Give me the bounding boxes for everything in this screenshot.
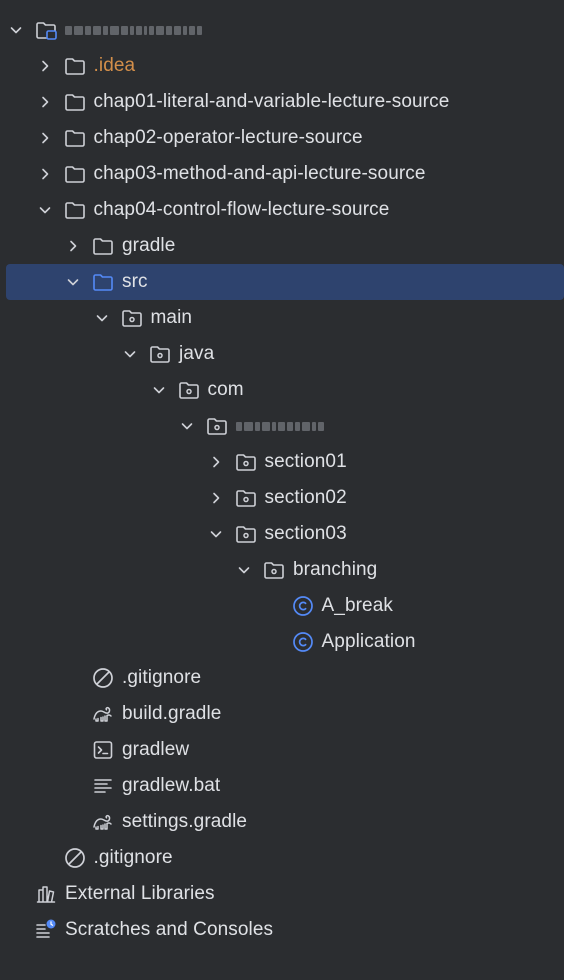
chevron-right-icon[interactable] [208,490,224,506]
chevron-right-icon[interactable] [37,94,53,110]
tree-item-label: settings.gradle [122,811,248,832]
tree-item-gradle[interactable]: gradle [0,228,564,264]
tree-item-external-libraries[interactable]: External Libraries [0,876,564,912]
tree-item-label: .gitignore [93,847,173,868]
tree-item-label: chap02-operator-lecture-source [93,127,363,148]
tree-item-label: gradlew [122,739,190,760]
tree-item-chap01-literal-and-variable-lecture-source[interactable]: chap01-literal-and-variable-lecture-sour… [0,84,564,120]
tree-item-gradlew-bat[interactable]: gradlew.bat [0,768,564,804]
tree-item-build-gradle[interactable]: build.gradle [0,696,564,732]
tree-item-label: .gitignore [122,667,202,688]
chevron-down-icon[interactable] [8,22,24,38]
tree-item-label: main [150,307,193,328]
tree-item-label: Application [321,631,416,652]
tree-item-section02[interactable]: section02 [0,480,564,516]
chevron-right-icon[interactable] [65,238,81,254]
tree-item-label: gradle [122,235,176,256]
chevron-down-icon[interactable] [122,346,138,362]
tree-item-label: build.gradle [122,703,222,724]
text-file-icon [91,774,115,798]
tree-item-gradlew[interactable]: gradlew [0,732,564,768]
chevron-down-icon[interactable] [37,202,53,218]
tree-root-row[interactable] [0,12,564,48]
tree-item-scratches-and-consoles[interactable]: Scratches and Consoles [0,912,564,948]
tree-item-chap03-method-and-api-lecture-source[interactable]: chap03-method-and-api-lecture-source [0,156,564,192]
java-class-icon [291,594,315,618]
tree-item-com[interactable]: com [0,372,564,408]
folder-icon [63,162,87,186]
tree-item-gitignore[interactable]: .gitignore [0,840,564,876]
tree-item-label: Scratches and Consoles [65,919,274,940]
tree-item-label: .idea [93,55,136,76]
tree-item-settings-gradle[interactable]: settings.gradle [0,804,564,840]
package-folder-icon [262,558,286,582]
tree-item-gitignore[interactable]: .gitignore [0,660,564,696]
scratches-icon [34,918,58,942]
tree-item-label: chap03-method-and-api-lecture-source [93,163,426,184]
tree-item-label: section01 [264,451,347,472]
package-folder-icon [148,342,172,366]
tree-item-label: section03 [264,523,347,544]
tree-item-label: gradlew.bat [122,775,221,796]
chevron-right-icon[interactable] [208,454,224,470]
ignore-file-icon [63,846,87,870]
tree-item-label: chap04-control-flow-lecture-source [93,199,390,220]
package-folder-icon [177,378,201,402]
gradle-icon [91,810,115,834]
obscured-name [65,25,202,35]
folder-icon [63,54,87,78]
tree-item-label: section02 [264,487,347,508]
tree-item-section01[interactable]: section01 [0,444,564,480]
folder-icon [91,270,115,294]
package-folder-icon [205,414,229,438]
chevron-right-icon[interactable] [37,130,53,146]
tree-item-label: com [207,379,244,400]
package-folder-icon [234,486,258,510]
chevron-down-icon[interactable] [65,274,81,290]
tree-item-main[interactable]: main [0,300,564,336]
chevron-down-icon[interactable] [179,418,195,434]
tree-item-chap04-control-flow-lecture-source[interactable]: chap04-control-flow-lecture-source [0,192,564,228]
tree-item-application[interactable]: Application [0,624,564,660]
package-folder-icon [234,522,258,546]
project-folder-icon [34,18,58,42]
tree-item-label: A_break [321,595,393,616]
chevron-down-icon[interactable] [208,526,224,542]
tree-item-label: External Libraries [65,883,215,904]
chevron-down-icon[interactable] [94,310,110,326]
tree-item-package[interactable] [0,408,564,444]
tree-item-chap02-operator-lecture-source[interactable]: chap02-operator-lecture-source [0,120,564,156]
chevron-down-icon[interactable] [236,562,252,578]
chevron-right-icon[interactable] [37,166,53,182]
package-folder-icon [120,306,144,330]
chevron-down-icon[interactable] [151,382,167,398]
java-class-icon [291,630,315,654]
folder-icon [91,234,115,258]
tree-item-label: branching [293,559,378,580]
terminal-script-icon [91,738,115,762]
libraries-icon [34,882,58,906]
tree-item-idea[interactable]: .idea [0,48,564,84]
tree-item-branching[interactable]: branching [0,552,564,588]
tree-item-java[interactable]: java [0,336,564,372]
tree-item-a-break[interactable]: A_break [0,588,564,624]
package-folder-icon [234,450,258,474]
tree-item-label: src [122,271,148,292]
tree-item-label: chap01-literal-and-variable-lecture-sour… [93,91,450,112]
folder-icon [63,198,87,222]
tree-item-label: java [179,343,215,364]
chevron-right-icon[interactable] [37,58,53,74]
folder-icon [63,90,87,114]
tree-item-src[interactable]: src [0,264,564,300]
folder-icon [63,126,87,150]
tree-item-section03[interactable]: section03 [0,516,564,552]
gradle-icon [91,702,115,726]
obscured-name [236,421,324,431]
ignore-file-icon [91,666,115,690]
